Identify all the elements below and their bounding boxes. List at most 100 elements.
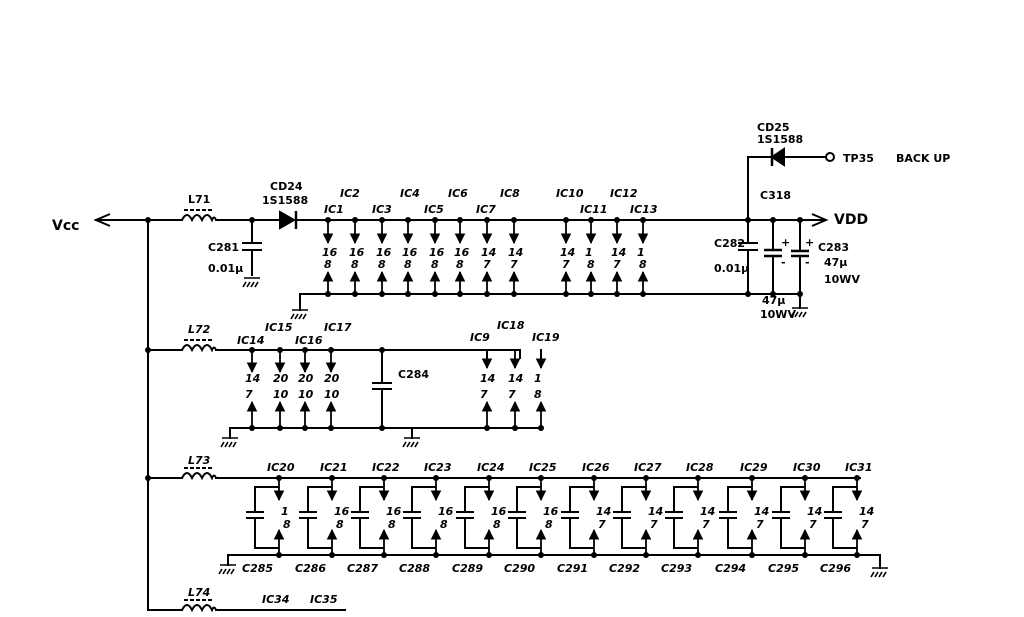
ic-label: IC30 xyxy=(793,461,821,474)
cap-label: C292 xyxy=(609,562,640,575)
ic-label: IC31 xyxy=(845,461,872,474)
c318-voltage: 10WV xyxy=(760,308,796,321)
junction-dot xyxy=(854,475,860,481)
gnd-pin-number: 7 xyxy=(861,518,869,531)
vcc-pin-number: 14 xyxy=(480,372,495,385)
junction-dot xyxy=(802,552,808,558)
gnd-pin-number: 8 xyxy=(324,258,332,271)
cap-label: C290 xyxy=(504,562,535,575)
c318-minus: - xyxy=(781,256,786,269)
decoupling-cap-symbol xyxy=(508,486,541,549)
ground-symbol xyxy=(290,309,308,320)
ground-symbol xyxy=(242,277,260,288)
gnd-pin-number: 8 xyxy=(388,518,396,531)
gnd-pin-number: 8 xyxy=(493,518,501,531)
junction-dot xyxy=(433,552,439,558)
gnd-pin-number: 7 xyxy=(245,388,253,401)
decoupling-cap-symbol xyxy=(561,486,594,549)
cap-label: C285 xyxy=(242,562,273,575)
c318-label: C318 xyxy=(760,189,791,202)
tp35-terminal xyxy=(825,152,835,162)
vcc-pin-number: 14 xyxy=(481,246,496,259)
ic-label-top: IC12 xyxy=(610,187,638,200)
l71-label: L71 xyxy=(188,193,210,206)
ic-label: IC27 xyxy=(634,461,662,474)
junction-dot xyxy=(563,217,569,223)
junction-dot xyxy=(643,552,649,558)
vcc-pin-number: 16 xyxy=(334,505,350,518)
decoupling-cap-symbol xyxy=(299,486,332,549)
junction-dot xyxy=(588,217,594,223)
gnd-pin-number: 8 xyxy=(587,258,595,271)
gnd-pin-number: 7 xyxy=(480,388,488,401)
ic-label: IC16 xyxy=(295,334,323,347)
vcc-pin-number: 1 xyxy=(585,246,593,259)
junction-dot xyxy=(328,425,334,431)
junction-dot xyxy=(640,217,646,223)
diode-cd25-symbol xyxy=(770,147,785,167)
decoupling-cap-symbol xyxy=(772,486,805,549)
vcc-pin-number: 1 xyxy=(281,505,289,518)
junction-dot xyxy=(512,425,518,431)
junction-dot xyxy=(511,217,517,223)
ic-label-top: IC2 xyxy=(340,187,360,200)
vcc-pin-number: 14 xyxy=(700,505,715,518)
cap-label: C291 xyxy=(557,562,588,575)
decoupling-cap-symbol xyxy=(403,486,436,549)
ic-label: IC25 xyxy=(529,461,557,474)
gnd-pin-number: 8 xyxy=(404,258,412,271)
junction-dot xyxy=(695,475,701,481)
junction-dot xyxy=(379,291,385,297)
gnd-pin-number: 10 xyxy=(324,388,340,401)
gnd-pin-number: 10 xyxy=(273,388,289,401)
ic-label: IC17 xyxy=(324,321,352,334)
decoupling-cap-symbol xyxy=(351,486,384,549)
c282-label: C282 xyxy=(714,237,745,250)
c318-symbol xyxy=(764,248,782,258)
junction-dot xyxy=(484,217,490,223)
vcc-pin-number: 14 xyxy=(648,505,663,518)
cd25-part: 1S1588 xyxy=(757,133,803,146)
inductor-l71-symbol xyxy=(181,209,217,223)
junction-dot xyxy=(614,291,620,297)
junction-dot xyxy=(432,217,438,223)
junction-dot xyxy=(640,291,646,297)
junction-dot xyxy=(277,425,283,431)
junction-dot xyxy=(302,425,308,431)
ic-label: IC9 xyxy=(470,331,490,344)
vcc-pin-number: 14 xyxy=(754,505,769,518)
l73-label: L73 xyxy=(188,454,211,467)
vcc-pin-number: 20 xyxy=(298,372,314,385)
junction-dot xyxy=(854,552,860,558)
junction-dot xyxy=(457,291,463,297)
junction-dot xyxy=(329,552,335,558)
vcc-pin-number: 16 xyxy=(543,505,559,518)
junction-dot xyxy=(538,552,544,558)
ic-label: IC24 xyxy=(477,461,504,474)
ic-label: IC20 xyxy=(267,461,295,474)
c284-label: C284 xyxy=(398,368,429,381)
junction-dot xyxy=(643,475,649,481)
vcc-pin-number: 14 xyxy=(245,372,260,385)
gnd-pin-number: 7 xyxy=(598,518,606,531)
ic-label: IC11 xyxy=(580,203,607,216)
c283-plus: + xyxy=(805,236,814,249)
cap-label: C294 xyxy=(715,562,746,575)
junction-dot xyxy=(591,475,597,481)
vcc-pin-number: 1 xyxy=(534,372,542,385)
decoupling-cap-symbol xyxy=(665,486,698,549)
vcc-pin-number: 20 xyxy=(273,372,289,385)
vcc-pin-number: 16 xyxy=(429,246,445,259)
inductor-l72-symbol xyxy=(181,339,217,353)
vcc-pin-number: 14 xyxy=(611,246,626,259)
ic-label: IC3 xyxy=(372,203,392,216)
vcc-pin-number: 14 xyxy=(508,246,523,259)
junction-dot xyxy=(749,552,755,558)
junction-dot xyxy=(379,217,385,223)
decoupling-cap-symbol xyxy=(824,486,857,549)
gnd-pin-number: 7 xyxy=(508,388,516,401)
junction-dot xyxy=(249,425,255,431)
junction-dot xyxy=(614,217,620,223)
c283-voltage: 10WV xyxy=(824,273,860,286)
